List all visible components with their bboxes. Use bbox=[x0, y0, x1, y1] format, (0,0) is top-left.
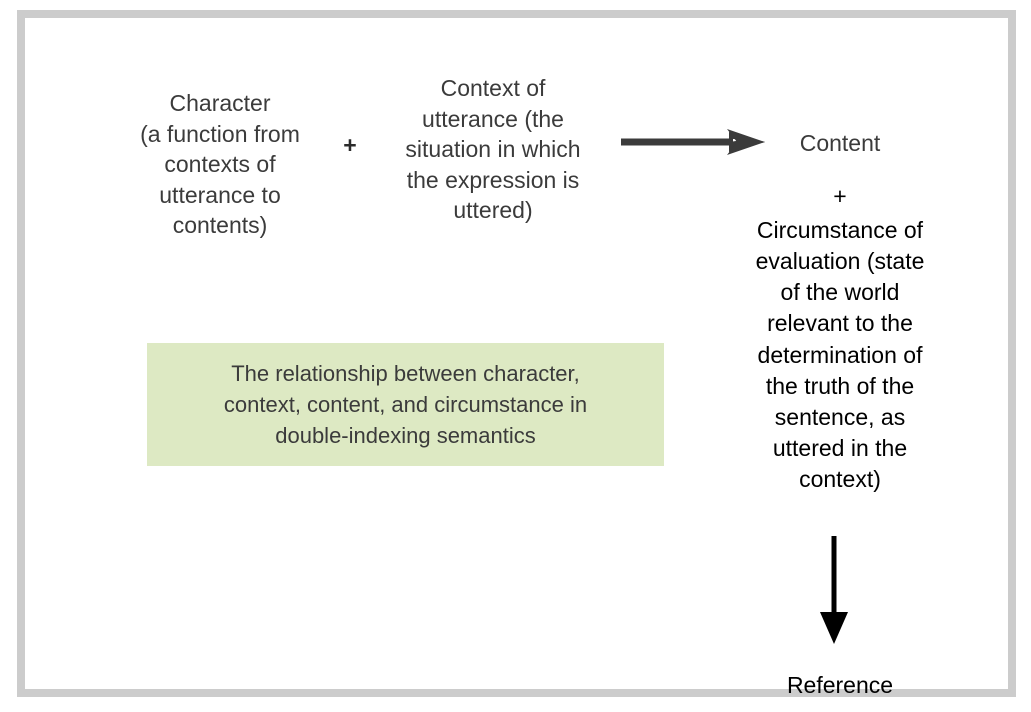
node-character: Character (a function from contexts of u… bbox=[140, 90, 300, 239]
node-circumstance-of-evaluation: Circumstance of evaluation (state of the… bbox=[755, 217, 925, 493]
caption-box: The relationship between character, cont… bbox=[147, 343, 664, 466]
operator-plus-2: + bbox=[833, 183, 847, 209]
arrow-right-icon bbox=[621, 129, 765, 155]
caption-text: The relationship between character, cont… bbox=[223, 360, 588, 449]
node-reference: Reference bbox=[786, 672, 894, 698]
node-context-of-utterance: Context of utterance (the situation in w… bbox=[405, 75, 581, 224]
operator-plus-1: + bbox=[343, 132, 357, 158]
arrow-down-icon bbox=[820, 536, 848, 644]
node-content: Content bbox=[799, 130, 881, 156]
figure-border-frame: Character (a function from contexts of u… bbox=[17, 10, 1016, 698]
